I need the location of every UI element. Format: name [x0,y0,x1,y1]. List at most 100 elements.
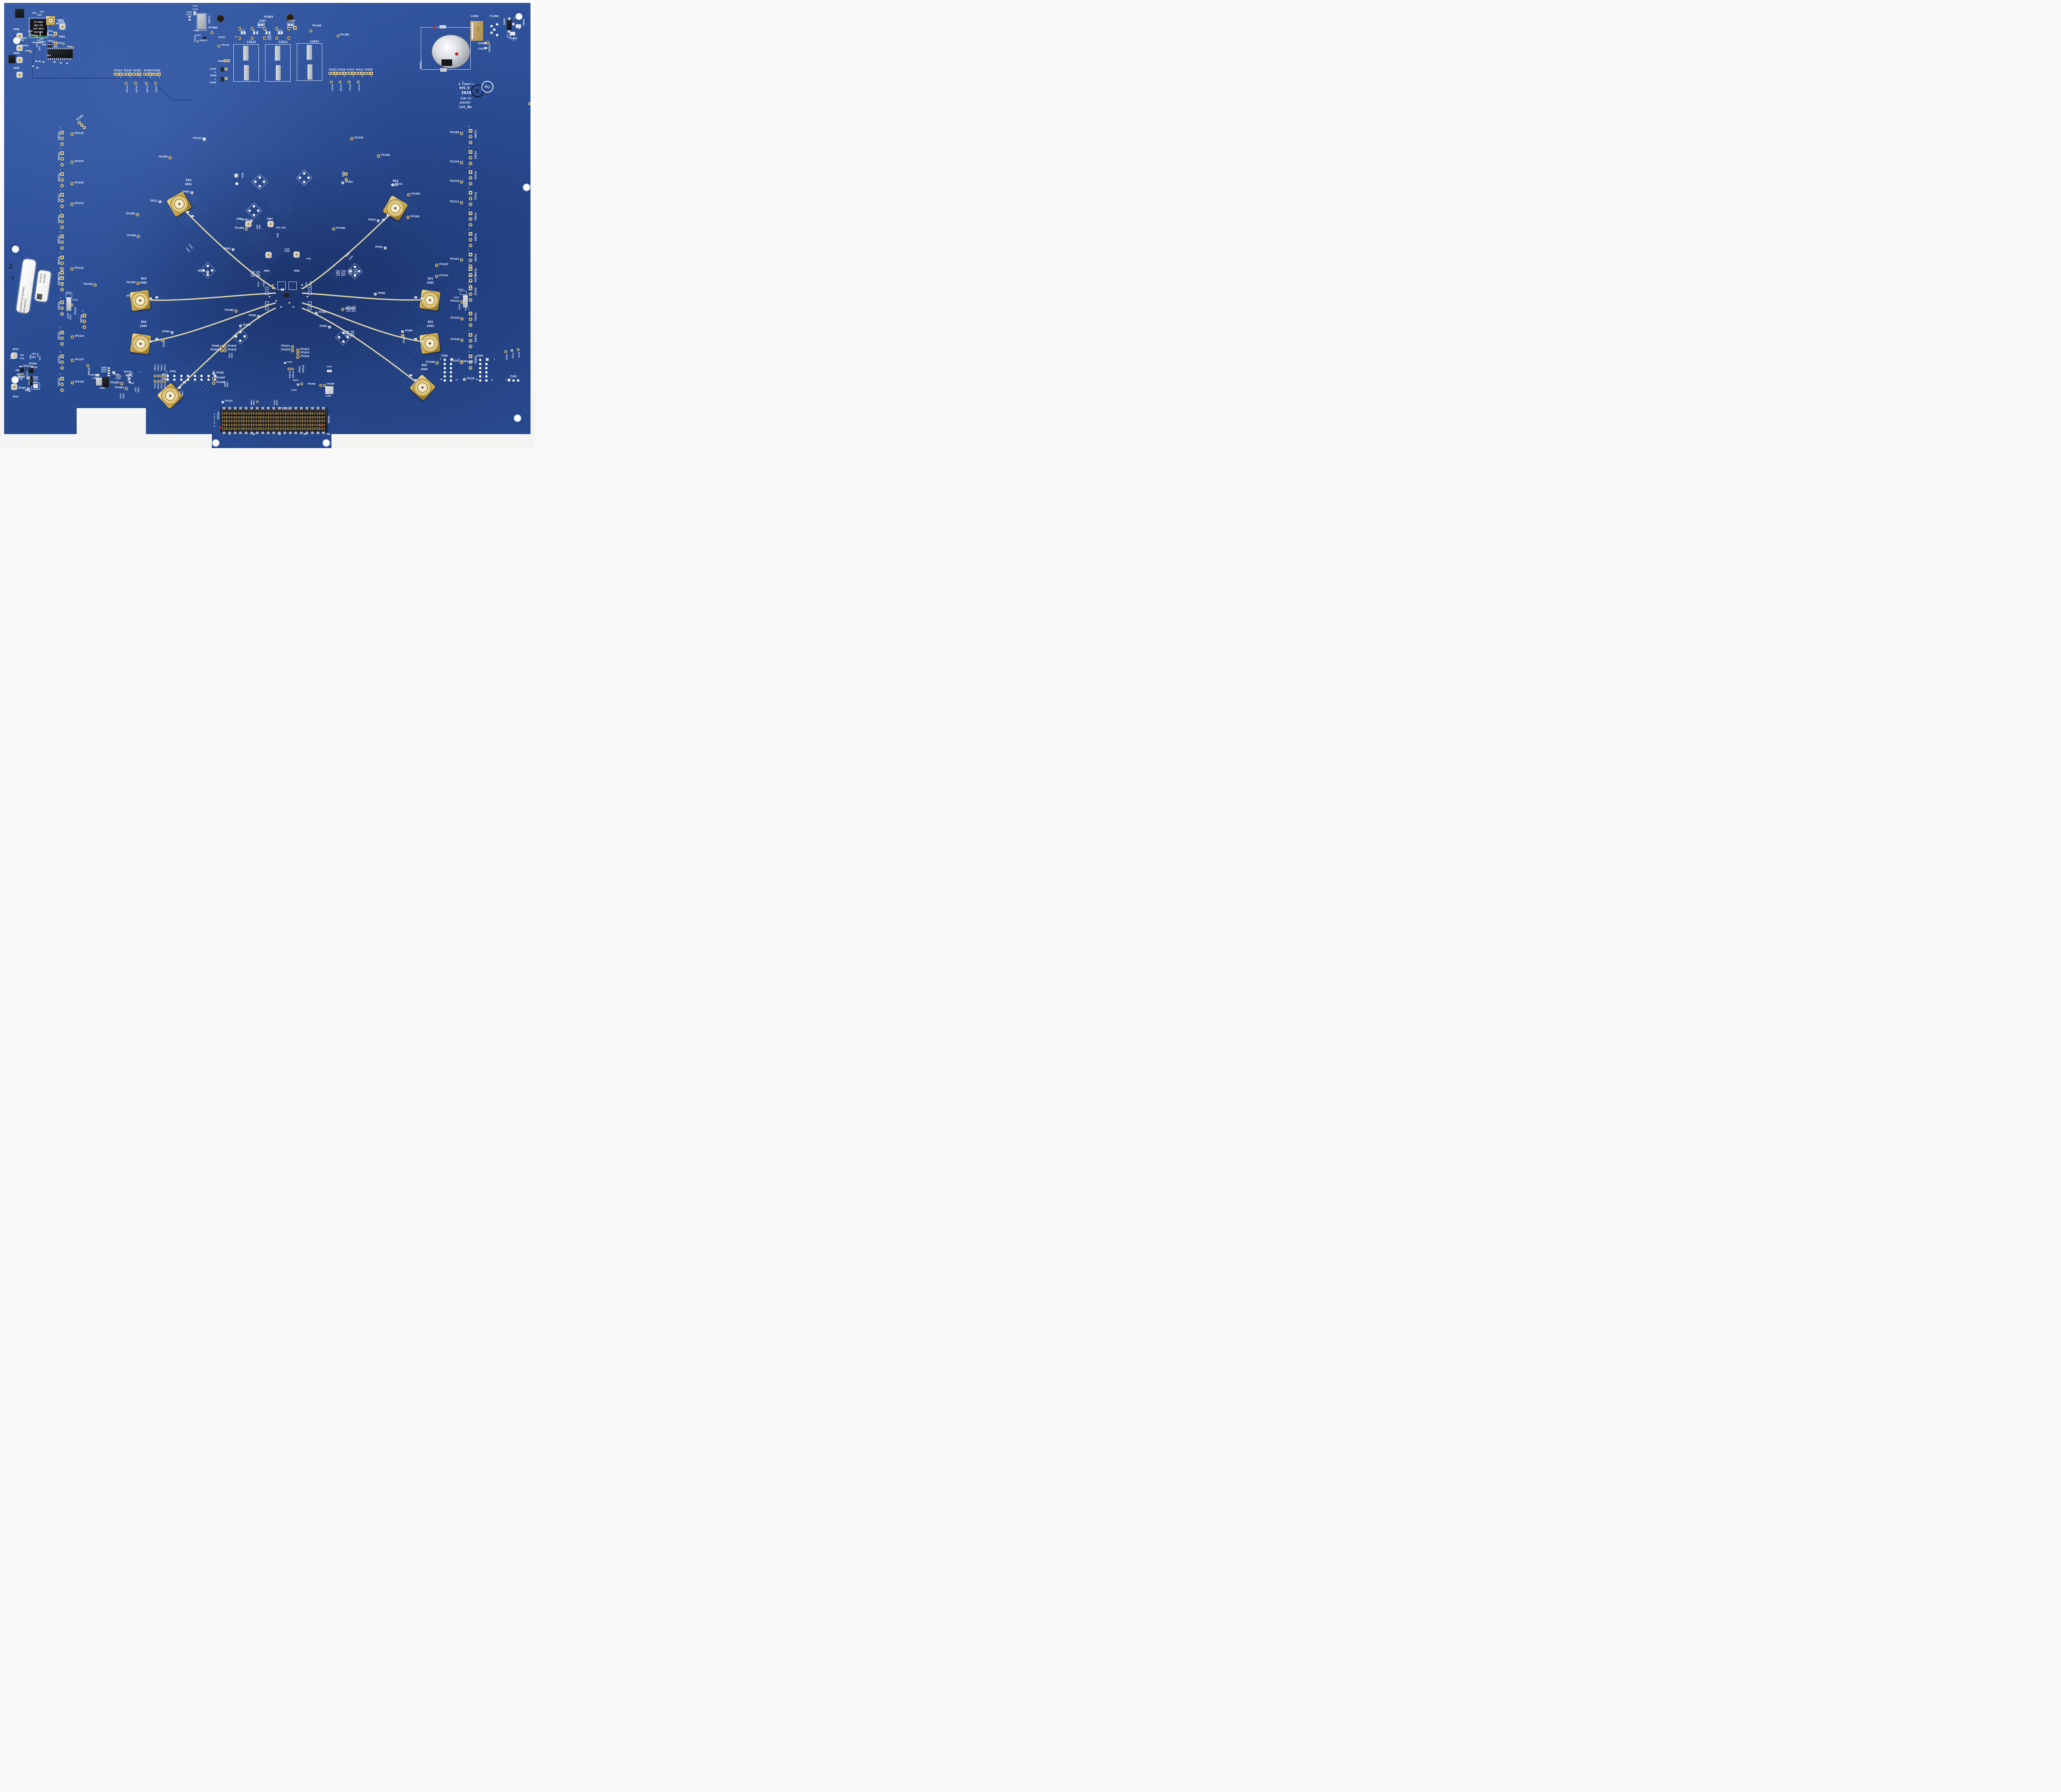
test-point-pad [435,264,438,267]
wr [479,359,481,361]
silkscreen-label: C1025 [29,31,32,37]
silkscreen-label: L523 R514 [348,273,358,275]
pad [120,73,122,75]
test-point-label: TP1403 [235,227,244,230]
silkscreen-label: C921 [40,11,45,13]
silkscreen-label: C920 [20,354,24,356]
test-point-label: TP1316 [74,267,84,270]
wr [167,378,169,381]
silkscreen-label: 1 [139,371,140,373]
silkscreen-label: C1491 [465,305,467,311]
silkscreen-label: B [459,83,460,86]
tp [36,35,38,37]
rect [22,373,24,375]
rect [241,31,243,34]
pad [370,72,373,75]
tab-hole-left [212,439,219,446]
silkscreen-label: C1011 [279,40,288,44]
sq [508,379,510,381]
pad [361,72,364,75]
test-point-pad [19,366,22,369]
ov [287,36,290,40]
test-point-pad [341,308,344,311]
pad [352,72,354,75]
rect [293,306,294,308]
silkscreen-label: R520 C530 [346,308,356,310]
silkscreen-label: C1119 [186,14,192,16]
rect [19,373,21,375]
silkscreen-label: C224 [26,371,28,376]
ov [251,36,254,40]
silkscreen-label: R1019 [116,375,122,377]
pad [123,73,126,75]
pin-group-label: P1307 [474,254,477,262]
wr [479,375,481,378]
silkscreen-label: 1 [468,263,469,265]
silkscreen-label: A [214,425,215,427]
silkscreen-label: C1003 [89,374,95,376]
pad [469,287,472,290]
test-point-pad [136,213,139,216]
rect [39,61,41,62]
tp [337,35,339,37]
pad [83,314,86,317]
pad [469,265,472,268]
silkscreen-label: P202 [127,376,129,381]
test-point-label: TP206 [216,371,224,374]
wr [214,375,216,377]
silkscreen-label: TP218 [124,371,132,373]
mounting-hole-right [523,184,530,191]
pin-group-label: P1336 [79,315,82,323]
pad [469,129,472,132]
test-point-pad [348,81,350,83]
test-point-label: TP1606 [216,381,225,384]
pad [469,150,472,153]
wr [479,367,481,369]
silkscreen-label: U205 [16,369,21,372]
test-point-pad [288,368,290,370]
ic [15,9,24,18]
wr [479,363,481,365]
test-point-pad [460,132,463,135]
silkscreen-label: C946 [39,356,41,361]
test-point-label: TP403 [181,190,190,193]
rect [221,67,224,72]
ov [251,27,254,31]
rect [414,296,417,298]
rect [420,341,423,343]
test-point-pad [212,377,215,380]
test-point-pad [26,376,29,379]
silkscreen-label: 1 [468,329,469,331]
pad [61,301,63,304]
silkscreen-label: P213 [241,173,244,178]
silkscreen-label: 1 [60,272,61,275]
dot [321,424,324,427]
ic [9,55,15,63]
silkscreen-label: 1 [82,310,83,312]
silkscreen-label: R234 [34,378,38,380]
silkscreen-label: U202 [32,366,38,369]
pad [136,73,138,75]
box [289,282,297,290]
rect [327,370,332,372]
ufl-j909 [17,45,22,51]
silkscreen-label: 1 [60,327,61,329]
pin-group-label: P1316 [57,277,60,286]
silkscreen-label: 40 [327,433,330,436]
test-point-pad [291,345,294,348]
pin-group-label: P1310 [57,132,60,140]
test-point-label: TP1601 [115,386,124,389]
rect [281,31,283,34]
pin-group-label: P1324 [57,332,60,340]
ic [284,293,289,297]
test-point-label: TP1303 [126,212,135,215]
silkscreen-label: L1103 [207,16,211,24]
silkscreen-label: 12 [235,36,237,38]
tp [53,41,55,43]
silkscreen-label: 122.88M [34,23,43,26]
silkscreen-label: 2 [440,358,441,360]
wr [485,367,488,369]
silkscreen-label: RX6 [141,320,147,324]
rect [36,67,38,68]
silkscreen-label: R527 C552 [345,333,354,335]
